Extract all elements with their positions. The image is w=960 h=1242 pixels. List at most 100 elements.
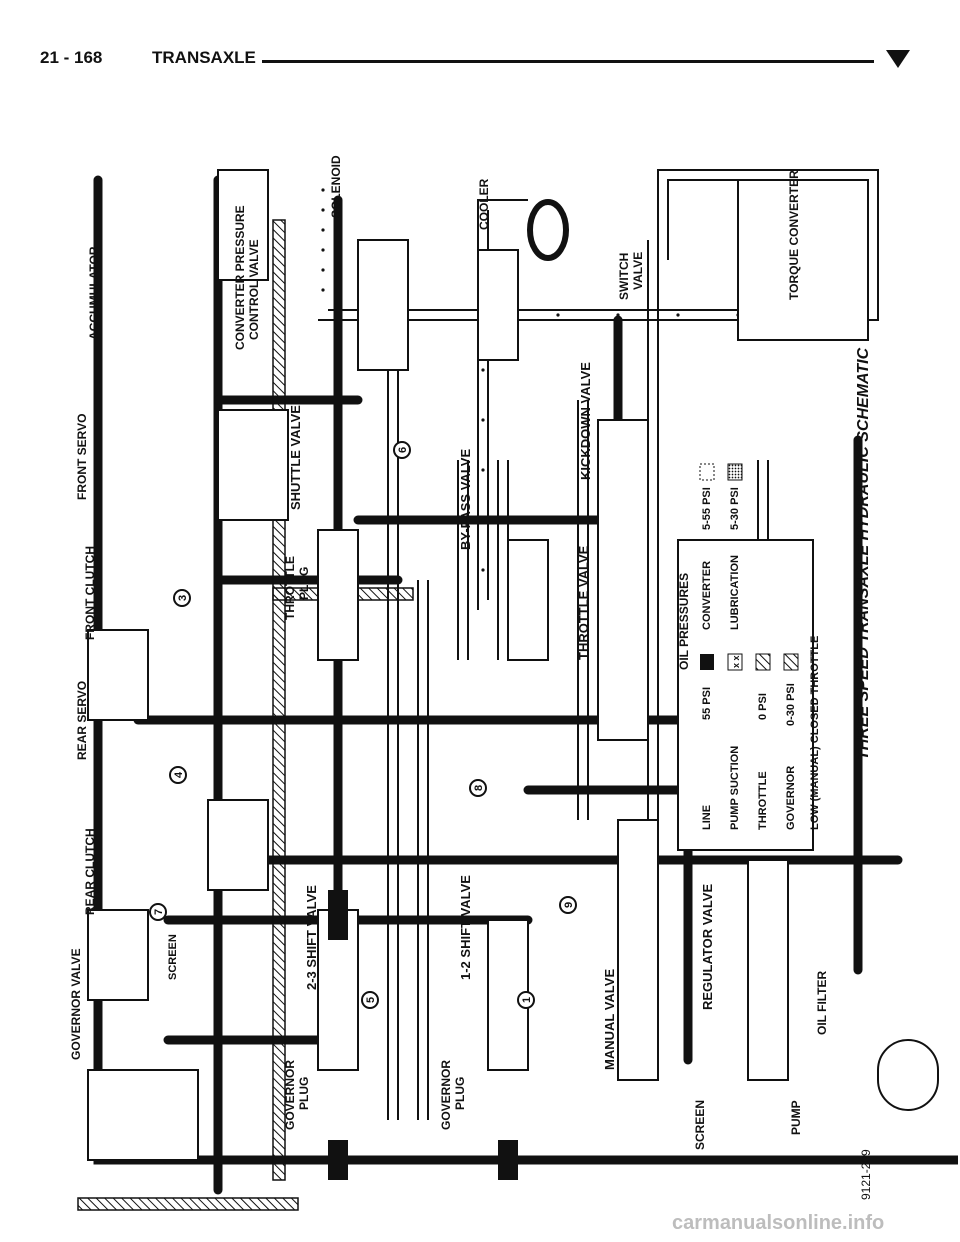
label-screen-left: SCREEN bbox=[167, 934, 179, 980]
regulator-valve-body bbox=[747, 859, 789, 1081]
legend-footer: LOW (MANUAL) CLOSED THROTTLE bbox=[809, 636, 821, 830]
watermark: carmanualsonline.info bbox=[672, 1212, 885, 1234]
svg-text:LUBRICATION: LUBRICATION bbox=[729, 555, 741, 630]
bypass-valve-body bbox=[507, 539, 549, 661]
section-title: TRANSAXLE bbox=[152, 48, 256, 67]
header-rule bbox=[262, 60, 874, 63]
label-converter-pressure-1: CONVERTER PRESSURE bbox=[233, 205, 247, 350]
converter-pressure-valve-body bbox=[477, 249, 519, 361]
check-ball-4: 4 bbox=[169, 766, 187, 784]
label-governor-valve: GOVERNOR VALVE bbox=[69, 948, 83, 1060]
page-number: 21 - 168 bbox=[40, 48, 103, 67]
svg-text:0 PSI: 0 PSI bbox=[757, 693, 769, 720]
check-balls: 1 3 4 5 6 7 8 9 bbox=[149, 441, 577, 1009]
switch-valve-body bbox=[357, 239, 409, 371]
label-rear-clutch: REAR CLUTCH bbox=[83, 828, 97, 915]
label-shuttle-valve: SHUTTLE VALVE bbox=[288, 405, 303, 510]
label-shift-valve-23: 2-3 SHIFT VALVE bbox=[304, 885, 319, 990]
cooler-body bbox=[527, 199, 569, 261]
check-ball-8: 8 bbox=[469, 779, 487, 797]
label-rear-servo: REAR SERVO bbox=[75, 681, 89, 760]
svg-text:3: 3 bbox=[177, 595, 189, 601]
label-torque-converter: TORQUE CONVERTER bbox=[787, 170, 801, 300]
check-ball-1: 1 bbox=[517, 991, 535, 1009]
page-header: 21 - 168 TRANSAXLE bbox=[40, 44, 920, 74]
label-throttle-valve: THROTTLE VALVE bbox=[576, 545, 591, 660]
svg-text:4: 4 bbox=[173, 771, 185, 778]
label-kickdown-valve: KICKDOWN VALVE bbox=[578, 362, 593, 480]
svg-text:5: 5 bbox=[365, 997, 377, 1003]
label-switch-2: VALVE bbox=[631, 252, 645, 290]
kickdown-throttle-valve-body bbox=[597, 419, 649, 741]
manual-valve-body bbox=[617, 819, 659, 1081]
label-solenoid: SOLENOID bbox=[329, 155, 343, 218]
label-shift-valve-12: 1-2 SHIFT VALVE bbox=[458, 875, 473, 980]
svg-text:5-30 PSI: 5-30 PSI bbox=[729, 487, 741, 530]
legend-row-governor: GOVERNOR 0-30 PSI bbox=[783, 653, 799, 830]
svg-text:CONVERTER: CONVERTER bbox=[701, 561, 713, 630]
label-screen-pump: SCREEN bbox=[693, 1100, 707, 1150]
label-front-clutch: FRONT CLUTCH bbox=[83, 546, 97, 640]
legend-row-lubrication: LUBRICATION 5-30 PSI bbox=[727, 463, 743, 630]
valve-bodies bbox=[87, 169, 939, 1161]
shuttle-valve-body bbox=[317, 529, 359, 661]
legend-row-converter: CONVERTER 5-55 PSI bbox=[699, 463, 715, 630]
pump-body bbox=[877, 1039, 939, 1111]
svg-text:PUMP SUCTION: PUMP SUCTION bbox=[729, 746, 741, 830]
svg-text:LINE: LINE bbox=[701, 805, 713, 830]
label-pump: PUMP bbox=[789, 1100, 803, 1135]
legend-row-line: LINE 55 PSI bbox=[700, 654, 714, 830]
check-ball-9: 9 bbox=[559, 896, 577, 914]
rear-clutch-body bbox=[87, 909, 149, 1001]
legend: OIL PRESSURES LINE 55 PSI PUMP SUCTION x… bbox=[677, 463, 821, 830]
label-oil-filter: OIL FILTER bbox=[815, 970, 829, 1035]
down-triangle-icon bbox=[886, 50, 910, 68]
svg-text:9: 9 bbox=[563, 902, 575, 908]
check-ball-5: 5 bbox=[361, 991, 379, 1009]
label-throttle-plug-2: PLUG bbox=[297, 567, 311, 600]
hydraulic-schematic: ACCUMULATOR FRONT SERVO FRONT CLUTCH REA… bbox=[58, 140, 960, 1220]
check-ball-3: 3 bbox=[173, 589, 191, 607]
svg-text:THROTTLE: THROTTLE bbox=[757, 771, 769, 830]
governor-valve-body bbox=[87, 1069, 199, 1161]
throttle-plug-body bbox=[328, 890, 348, 940]
label-cooler: COOLER bbox=[477, 178, 491, 230]
svg-text:0-30 PSI: 0-30 PSI bbox=[785, 683, 797, 726]
label-throttle-plug-1: THROTTLE bbox=[283, 556, 297, 620]
label-governor-plug-a-2: PLUG bbox=[297, 1077, 311, 1110]
svg-text:7: 7 bbox=[153, 909, 165, 915]
front-servo-body bbox=[217, 409, 289, 521]
svg-text:8: 8 bbox=[473, 785, 485, 791]
label-accumulator: ACCUMULATOR bbox=[87, 246, 101, 340]
torque-converter-body bbox=[737, 179, 869, 341]
legend-title: OIL PRESSURES bbox=[677, 573, 691, 670]
governor-plug-a-body bbox=[328, 1140, 348, 1180]
svg-text:GOVERNOR: GOVERNOR bbox=[785, 766, 797, 830]
label-regulator-valve: REGULATOR VALVE bbox=[700, 884, 715, 1010]
label-front-servo: FRONT SERVO bbox=[75, 414, 89, 500]
figure-id: 9121-209 bbox=[859, 1149, 873, 1200]
svg-text:x x: x x bbox=[731, 655, 741, 668]
check-ball-6: 6 bbox=[393, 441, 411, 459]
label-switch-1: SWITCH bbox=[617, 253, 631, 300]
label-converter-pressure-2: CONTROL VALVE bbox=[247, 239, 261, 340]
svg-text:5-55 PSI: 5-55 PSI bbox=[701, 487, 713, 530]
svg-text:1: 1 bbox=[521, 997, 533, 1003]
schematic-svg: ACCUMULATOR FRONT SERVO FRONT CLUTCH REA… bbox=[69, 155, 960, 1211]
legend-row-throttle: THROTTLE 0 PSI bbox=[755, 653, 771, 830]
check-ball-7: 7 bbox=[149, 903, 167, 921]
svg-text:55 PSI: 55 PSI bbox=[701, 687, 713, 720]
label-governor-plug-a-1: GOVERNOR bbox=[283, 1060, 297, 1130]
legend-row-pump-suction: PUMP SUCTION x x bbox=[727, 653, 743, 830]
label-manual-valve: MANUAL VALVE bbox=[602, 969, 617, 1070]
figure-caption: THREE SPEED TRANSAXLE HYDRAULIC SCHEMATI… bbox=[855, 347, 872, 760]
front-clutch-body bbox=[87, 629, 149, 721]
label-governor-plug-b-2: PLUG bbox=[453, 1077, 467, 1110]
governor-plug-b-body bbox=[498, 1140, 518, 1180]
accumulator-body bbox=[217, 169, 269, 281]
rear-servo-body bbox=[207, 799, 269, 891]
legend-box bbox=[677, 539, 814, 851]
svg-text:6: 6 bbox=[397, 447, 409, 453]
label-bypass-valve: BY-PASS VALVE bbox=[458, 449, 473, 550]
label-governor-plug-b-1: GOVERNOR bbox=[439, 1060, 453, 1130]
